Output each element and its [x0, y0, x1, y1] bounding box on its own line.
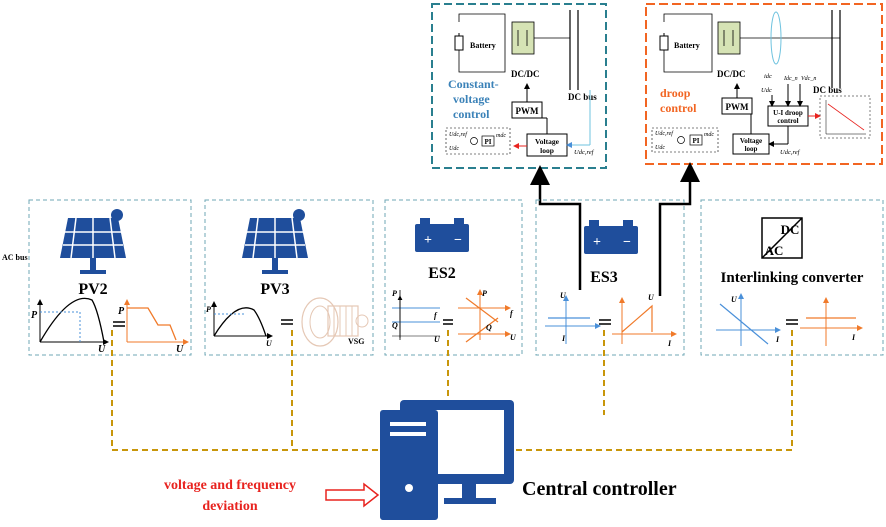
interlinking-name: Interlinking converter: [721, 270, 864, 286]
es3-left-y-label: U: [560, 291, 567, 300]
pv3-name: PV3: [260, 281, 289, 298]
droop-udcref-label: Udc,ref: [780, 149, 801, 156]
droop-battery-label: Battery: [674, 41, 700, 50]
droop-control-box: Battery DC/DC DC bus droop control idc U…: [645, 3, 883, 165]
es2-name: ES2: [428, 265, 456, 282]
cv-uref-label: Udc,ref: [449, 131, 468, 138]
es3-unit: + − ES3 U I U I: [535, 199, 685, 356]
cv-voltage-loop-line1: Voltage: [535, 137, 560, 146]
cv-udc-ref-label: Udc,ref: [574, 149, 595, 156]
dc-symbol: DC: [781, 222, 800, 237]
svg-text:+: +: [593, 235, 601, 250]
droop-dcdc-label: DC/DC: [717, 69, 746, 79]
dc-ac-converter-icon: DC AC: [761, 217, 803, 259]
droop-dc-bus-label: DC bus: [813, 85, 842, 95]
cv-dcdc-label: DC/DC: [511, 69, 540, 79]
droop-idcn-label: Idc_n: [783, 76, 798, 82]
droop-title-line2: control: [660, 101, 697, 115]
droop-ui-line1: U-I droop: [773, 109, 803, 117]
droop-udc-small-label: Udc: [655, 145, 665, 151]
ac-bus-label: AC bus: [2, 253, 28, 262]
droop-idc-label: idc: [764, 73, 772, 80]
cv-converter-icon: [511, 21, 535, 55]
ilc-left-y-label: U: [731, 295, 738, 304]
ilc-right-x-label: I: [851, 333, 856, 342]
droop-ui-line2: control: [777, 117, 798, 125]
pv2-right-y-label: P: [118, 306, 125, 317]
deviation-line1: voltage and frequency: [164, 478, 296, 493]
es2-left-axis-0: P: [392, 289, 397, 298]
es2-right-axis-2: U: [510, 333, 517, 342]
es3-right-y-label: U: [648, 293, 655, 302]
svg-text:−: −: [623, 235, 631, 250]
droop-pi-label: PI: [693, 137, 700, 145]
pv2-name: PV2: [78, 281, 107, 298]
droop-pwm-label: PWM: [726, 102, 749, 112]
cv-udc-label: Udc: [449, 146, 459, 152]
interlinking-converter-unit: DC AC Interlinking converter U I I: [700, 199, 884, 356]
es2-left-axis-2: f: [434, 311, 438, 320]
cv-title-line2: voltage: [453, 92, 490, 106]
es2-right-axis-3: Q: [486, 323, 492, 332]
pv2-unit: PV2 P U P U: [28, 199, 192, 356]
es3-left-x-label: I: [561, 334, 566, 343]
droop-vl-line2: loop: [745, 145, 758, 153]
computer-icon: [380, 400, 514, 520]
cv-title-line3: control: [453, 107, 490, 121]
droop-battery-icon: [659, 35, 669, 51]
droop-title-line1: droop: [660, 86, 691, 100]
vsg-label: VSG: [348, 337, 364, 346]
es2-unit: + − ES2 P Q f U f P U Q: [384, 199, 523, 356]
droop-vdcn-label: Vdc_n: [801, 76, 816, 82]
pv2-left-x-label: U: [98, 344, 106, 355]
battery-icon: + −: [584, 220, 638, 254]
svg-text:+: +: [424, 233, 432, 248]
cv-battery-label: Battery: [470, 41, 496, 50]
es3-right-x-label: I: [667, 339, 672, 348]
pv3-left-y-label: P: [206, 305, 211, 314]
cv-pi-label: PI: [485, 138, 492, 146]
pv2-left-y-label: P: [31, 310, 38, 321]
droop-uref-label: Udc,ref: [655, 130, 674, 137]
cv-mdc-label: mdc: [496, 133, 506, 139]
cv-title-line1: Constant-: [448, 77, 499, 91]
es2-left-axis-3: U: [434, 335, 441, 344]
cv-pwm-label: PWM: [516, 106, 539, 116]
ilc-left-x-label: I: [775, 335, 780, 344]
cv-dc-bus-label: DC bus: [568, 92, 597, 102]
battery-icon: + −: [415, 218, 469, 252]
droop-udc-label: Udc: [761, 87, 772, 94]
es2-right-axis-1: P: [482, 289, 487, 298]
pv2-right-x-label: U: [176, 344, 184, 355]
droop-converter-icon: [717, 21, 741, 55]
central-controller-label: Central controller: [522, 478, 677, 500]
deviation-line2: deviation: [202, 499, 257, 514]
droop-vl-line1: Voltage: [740, 137, 762, 145]
solar-panel-icon: [60, 209, 126, 274]
deviation-arrow: [325, 482, 380, 508]
pv3-unit: PV3 P U VSG: [204, 199, 374, 356]
ac-symbol: AC: [765, 243, 784, 258]
constant-voltage-control-box: Battery DC/DC DC bus Constant- voltage c…: [431, 3, 607, 169]
pv3-left-x-label: U: [266, 339, 273, 348]
es2-right-axis-0: f: [510, 309, 514, 318]
svg-text:−: −: [454, 233, 462, 248]
droop-mdc-label: mdc: [704, 132, 714, 138]
vsg-generator-icon: [301, 297, 369, 347]
cv-voltage-loop-line2: loop: [540, 146, 554, 155]
battery-icon: [454, 35, 464, 51]
solar-panel-icon: [242, 209, 308, 274]
control-link-arrows: [530, 162, 700, 296]
es3-name: ES3: [590, 269, 618, 286]
es2-left-axis-1: Q: [392, 321, 398, 330]
